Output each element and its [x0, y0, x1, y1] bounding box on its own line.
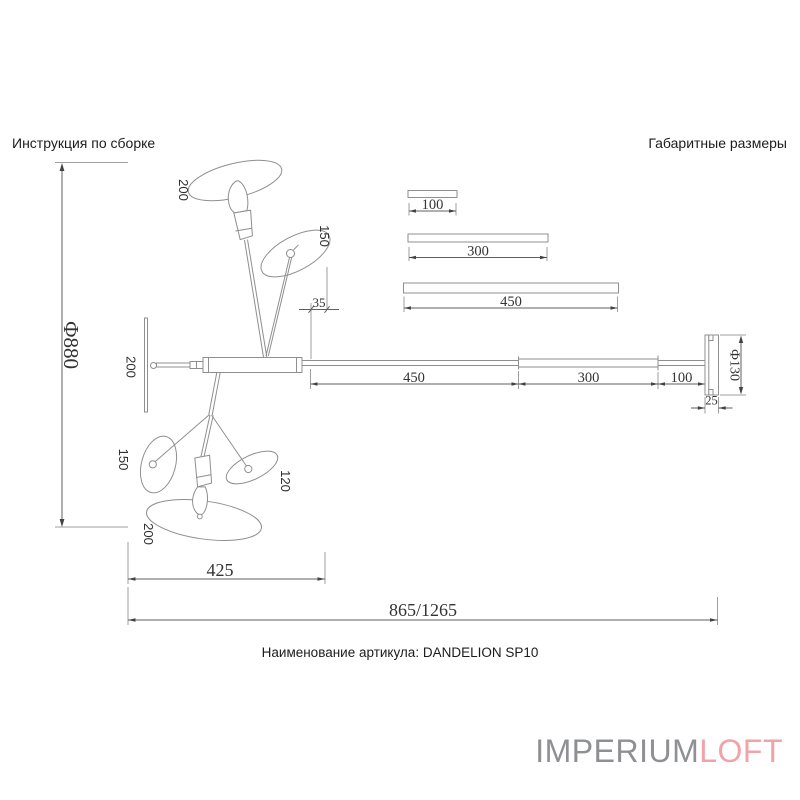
lamp-assembly: 200 200 150 35	[116, 159, 746, 545]
hub-body	[202, 357, 303, 373]
canopy-height-dimension: 25	[691, 394, 733, 414]
canopy-top-notch	[708, 334, 714, 341]
rod-segment-300-label: 300	[578, 370, 600, 386]
imperiumloft-logo: IMPERIUMLOFT	[535, 733, 783, 769]
lower-right-disc-pin	[244, 464, 253, 474]
canopy-diameter-dimension: Ф130	[720, 334, 746, 396]
left-disc	[144, 317, 148, 413]
rod-segment-450-label: 450	[403, 370, 425, 386]
rod-long-dimension: 450	[500, 294, 522, 310]
lower-right-disc-label: 120	[278, 470, 293, 492]
rod-small-dimension: 100	[422, 197, 444, 213]
canopy-diameter-label: Ф130	[727, 349, 742, 381]
bottom-bulb-tip	[196, 513, 203, 520]
top-bulb	[227, 180, 249, 214]
top-bulb-socket	[233, 209, 253, 241]
logo-loft: LOFT	[699, 733, 783, 769]
rod-medium	[407, 233, 549, 243]
overall-dimensions-title: Габаритные размеры	[648, 135, 787, 151]
rod-long	[403, 282, 619, 294]
upper-right-disc-label: 150	[317, 225, 332, 247]
left-disc-stem	[156, 362, 191, 368]
logo-imperium: IMPERIUM	[535, 733, 699, 769]
canopy-body	[704, 334, 719, 396]
bottom-bulb	[192, 486, 208, 516]
suspension-rod	[302, 355, 705, 371]
rod-segment-100-label: 100	[671, 370, 693, 386]
canopy-bottom-notch	[708, 389, 714, 396]
stem-offset-label: 35	[313, 295, 326, 310]
article-name: Наименование артикула: DANDELION SP10	[262, 645, 539, 660]
top-disc-label: 200	[176, 179, 191, 201]
overall-diameter-label: Ф880	[59, 321, 83, 369]
upper-right-disc	[260, 229, 331, 278]
lower-left-disc	[139, 435, 178, 494]
rod-medium-dimension: 300	[467, 244, 489, 260]
left-disc-pin	[150, 362, 157, 369]
assembly-instruction-title: Инструкция по сборке	[12, 135, 155, 151]
lower-left-disc-label: 150	[116, 449, 131, 471]
cluster-width-dimension: 425	[127, 542, 326, 584]
upper-right-disc-pin	[286, 249, 295, 258]
total-length-dimension: 865/1265	[127, 587, 718, 625]
overall-diameter-dimension: Ф880	[55, 162, 128, 528]
cluster-width-label: 425	[207, 560, 234, 580]
rod-small	[407, 190, 458, 198]
total-length-label: 865/1265	[389, 600, 457, 620]
stem-offset-dimension: 35	[299, 267, 339, 359]
rod-segments-dimension: 450 300 100	[310, 369, 705, 389]
bottom-bulb-socket	[194, 454, 213, 488]
ceiling-canopy	[704, 334, 719, 396]
canopy-height-label: 25	[705, 394, 718, 408]
bottom-disc-label: 200	[141, 523, 156, 545]
lower-left-disc-pin	[148, 460, 157, 469]
parts-view: 100 300 450	[403, 190, 619, 312]
left-disc-label: 200	[124, 356, 139, 378]
